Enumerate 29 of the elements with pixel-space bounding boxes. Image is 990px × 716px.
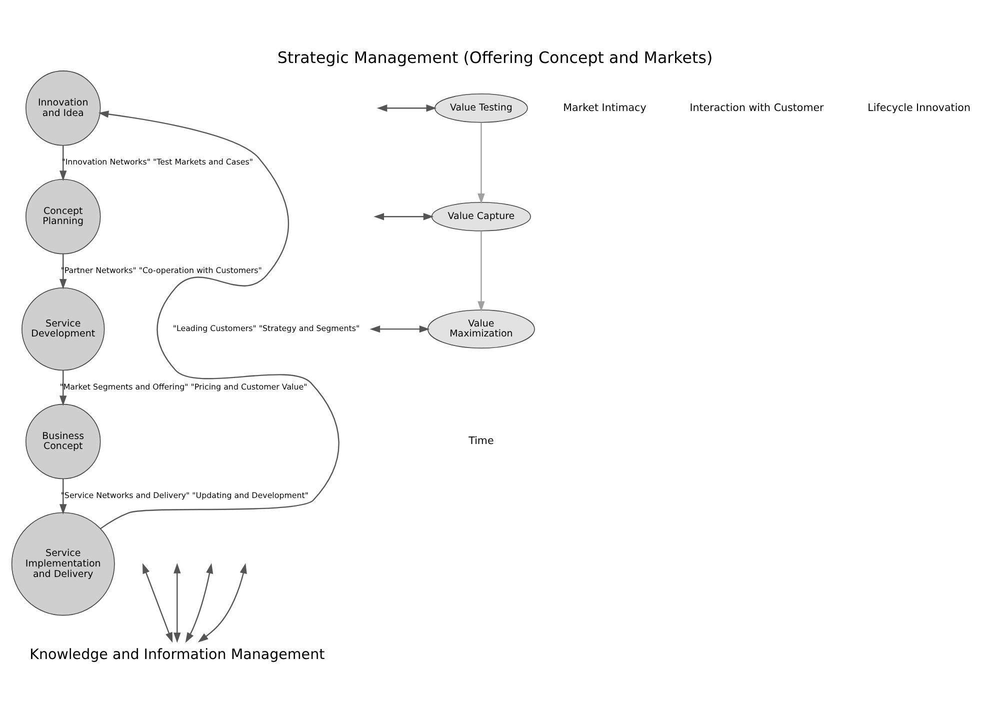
diagram-title: Strategic Management (Offering Concept and Markets) bbox=[277, 48, 713, 67]
arrow bbox=[374, 212, 434, 220]
node-circle: Concept Planning bbox=[26, 178, 101, 254]
label: Market Intimacy bbox=[563, 101, 646, 114]
label: Time bbox=[468, 434, 494, 447]
arrow bbox=[60, 370, 67, 406]
arrow bbox=[98, 110, 340, 529]
label: Lifecycle Innovation bbox=[868, 101, 970, 114]
arrow bbox=[478, 122, 485, 204]
edge-label: "Leading Customers" "Strategy and Segments" bbox=[172, 324, 360, 333]
arrow bbox=[376, 104, 437, 112]
arrow bbox=[370, 324, 430, 332]
node-text: Knowledge and Information Management bbox=[30, 646, 325, 663]
node-ellipse: Value Capture bbox=[431, 201, 531, 231]
node-circle: Innovation and Idea bbox=[26, 70, 101, 146]
node-circle: Business Concept bbox=[26, 403, 101, 479]
node-circle: Service Development bbox=[22, 286, 105, 370]
arrow bbox=[185, 562, 214, 642]
label: Interaction with Customer bbox=[690, 101, 824, 114]
node-circle: Service Implementation and Delivery bbox=[11, 512, 115, 616]
arrow bbox=[60, 478, 67, 514]
arrow bbox=[478, 230, 485, 312]
arrow bbox=[60, 144, 67, 180]
arrow bbox=[198, 562, 247, 642]
node-ellipse: Value Maximization bbox=[427, 309, 535, 348]
node-ellipse: Value Testing bbox=[434, 93, 528, 122]
arrow bbox=[60, 254, 67, 289]
arrow bbox=[142, 562, 173, 642]
arrow bbox=[174, 562, 181, 642]
